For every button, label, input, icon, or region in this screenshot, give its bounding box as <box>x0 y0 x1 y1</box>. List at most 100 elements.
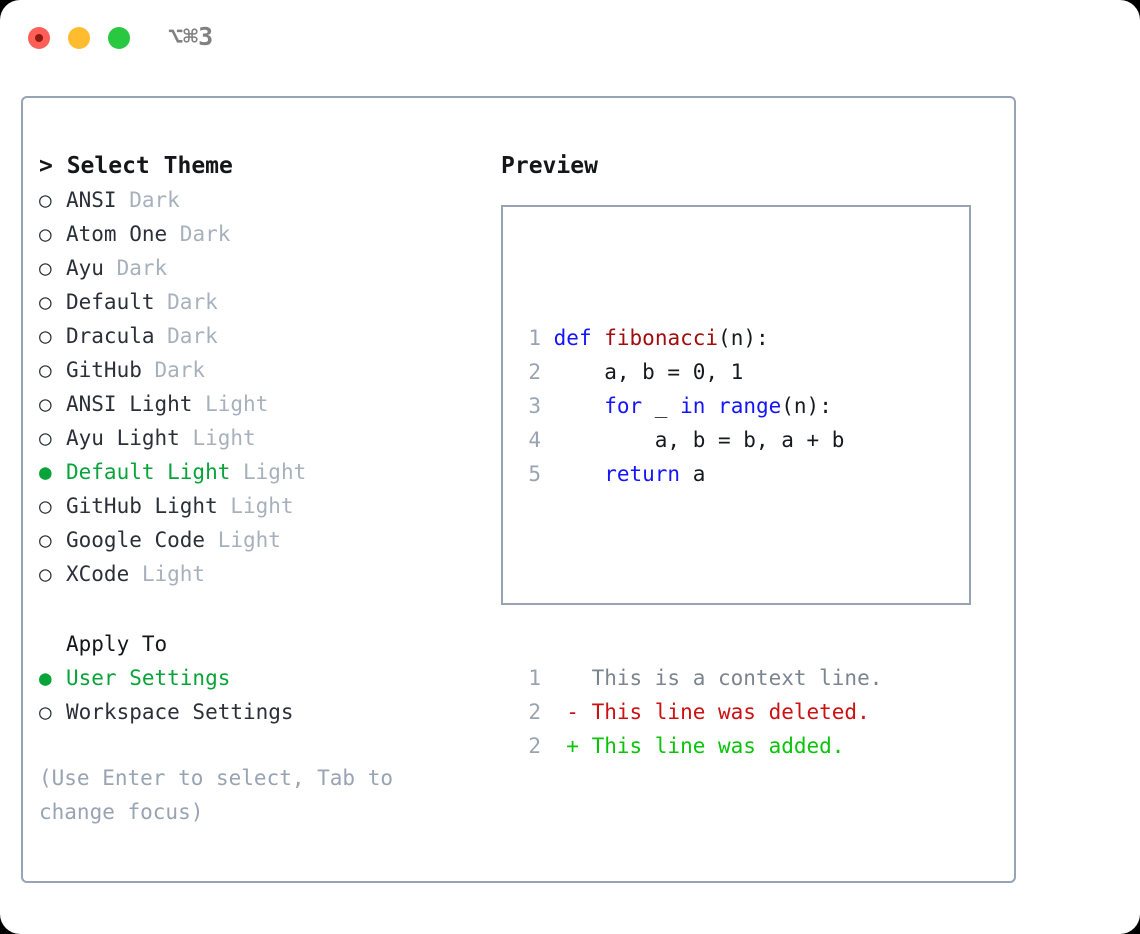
line-number: 1 <box>528 326 541 350</box>
radio-selected-icon: ● <box>39 666 52 690</box>
code-line: 4 a, b = b, a + b <box>515 423 882 457</box>
code-token <box>541 326 554 350</box>
diff-line-text: + This line was added. <box>541 734 845 758</box>
theme-item-variant: Light <box>179 426 256 450</box>
theme-item-variant: Dark <box>154 324 218 348</box>
code-token <box>541 394 604 418</box>
theme-item-label: Google Code <box>66 528 206 552</box>
theme-item-variant: Light <box>129 562 206 586</box>
code-token: return <box>604 462 681 486</box>
theme-item-label: GitHub <box>66 358 142 382</box>
minimize-button[interactable] <box>68 27 90 49</box>
radio-unselected-icon: ○ <box>39 256 52 280</box>
theme-item-ayu[interactable]: ○ Ayu Dark <box>39 251 489 285</box>
radio-unselected-icon: ○ <box>39 494 52 518</box>
theme-item-dracula[interactable]: ○ Dracula Dark <box>39 319 489 353</box>
apply-to-title-label: Apply To <box>66 632 168 656</box>
preview-column: Preview 1 def fibonacci(n):2 a, b = 0, 1… <box>501 149 991 758</box>
theme-item-ayu-light[interactable]: ○ Ayu Light Light <box>39 421 489 455</box>
theme-item-label: Ayu <box>66 256 104 280</box>
theme-item-label: ANSI <box>66 188 117 212</box>
theme-item-label: Atom One <box>66 222 168 246</box>
title-bar: ⌥⌘3 <box>0 0 1140 76</box>
theme-selection-column: > Select Theme ○ANSI Dark○Atom One Dark○… <box>39 149 489 829</box>
close-button[interactable] <box>28 27 50 49</box>
code-token <box>541 462 604 486</box>
radio-unselected-icon: ○ <box>39 290 52 314</box>
radio-unselected-icon: ○ <box>39 324 52 348</box>
diff-line-text: - This line was deleted. <box>541 700 870 724</box>
line-number: 2 <box>528 700 541 724</box>
theme-item-default[interactable]: ○Default Dark <box>39 285 489 319</box>
theme-item-label: Dracula <box>66 324 155 348</box>
radio-unselected-icon: ○ <box>39 562 52 586</box>
maximize-button[interactable] <box>108 27 130 49</box>
code-line: 1 def fibonacci(n): <box>515 321 882 355</box>
code-token: fibonacci <box>604 326 719 350</box>
apply-to-item-workspace-settings[interactable]: ○Workspace Settings <box>39 695 489 729</box>
code-token: for <box>604 394 643 418</box>
apply-to-title: ○Apply To <box>39 627 489 661</box>
apply-to-item-user-settings[interactable]: ● User Settings <box>39 661 489 695</box>
preview-title: Preview <box>501 153 598 179</box>
theme-picker-panel: > Select Theme ○ANSI Dark○Atom One Dark○… <box>21 96 1016 883</box>
theme-item-label: ANSI Light <box>66 392 193 416</box>
theme-item-variant: Dark <box>167 222 231 246</box>
theme-item-google-code[interactable]: ○ Google Code Light <box>39 523 489 557</box>
code-diff-spacer <box>515 559 882 593</box>
radio-selected-icon: ● <box>39 460 52 484</box>
theme-item-ansi-light[interactable]: ○ ANSI Light Light <box>39 387 489 421</box>
theme-item-variant: Dark <box>103 256 168 280</box>
code-token <box>592 326 605 350</box>
theme-item-variant: Light <box>230 460 307 484</box>
radio-unselected-icon: ○ <box>39 426 52 450</box>
theme-item-variant: Light <box>205 528 281 552</box>
line-number: 2 <box>528 734 541 758</box>
radio-unselected-icon: ○ <box>39 528 52 552</box>
code-token: in <box>680 394 706 418</box>
line-number: 1 <box>528 666 541 690</box>
theme-item-ansi[interactable]: ○ ANSI Dark <box>39 183 489 217</box>
radio-unselected-icon: ○ <box>39 358 52 382</box>
diff-line-add: 2 + This line was added. <box>515 729 882 763</box>
radio-unselected-icon: ○ <box>39 222 52 246</box>
apply-to-item-label: Workspace Settings <box>66 700 294 724</box>
line-number: 5 <box>528 462 541 486</box>
code-token: range <box>718 394 782 418</box>
theme-item-default-light[interactable]: ● Default Light Light <box>39 455 489 489</box>
theme-item-label: Default Light <box>66 460 231 484</box>
diff-line-del: 2 - This line was deleted. <box>515 695 882 729</box>
diff-line-ctx: 1 This is a context line. <box>515 661 882 695</box>
theme-list[interactable]: ○ANSI Dark○Atom One Dark○Ayu Dark○Defaul… <box>39 183 489 591</box>
theme-item-label: Ayu Light <box>66 426 180 450</box>
apply-to-list[interactable]: ● User Settings ○Workspace Settings <box>39 661 489 729</box>
theme-item-variant: Dark <box>154 290 218 314</box>
apply-to-item-label: User Settings <box>66 666 231 690</box>
theme-item-atom-one[interactable]: ○ Atom One Dark <box>39 217 489 251</box>
code-line: 2 a, b = 0, 1 <box>515 355 882 389</box>
diff-sample: 1 This is a context line.2 - This line w… <box>515 661 882 763</box>
spacer-bullet: ○ <box>39 627 66 661</box>
theme-item-variant: Dark <box>116 188 180 212</box>
code-token: (n): <box>718 326 769 350</box>
theme-item-variant: Dark <box>141 358 206 382</box>
section-spacer <box>39 591 489 627</box>
code-token: (n): <box>781 394 832 418</box>
theme-item-xcode[interactable]: ○ XCode Light <box>39 557 489 591</box>
code-line: 5 return a <box>515 457 882 491</box>
code-token: a, b = 0, 1 <box>541 360 744 384</box>
radio-unselected-icon: ○ <box>39 188 52 212</box>
theme-item-github-light[interactable]: ○GitHub Light Light <box>39 489 489 523</box>
theme-item-github[interactable]: ○ GitHub Dark <box>39 353 489 387</box>
code-token: a <box>680 462 706 486</box>
theme-item-variant: Light <box>217 494 294 518</box>
keyboard-shortcut-label: ⌥⌘3 <box>168 22 214 51</box>
line-number: 3 <box>528 394 541 418</box>
theme-item-label: XCode <box>66 562 130 586</box>
theme-item-variant: Light <box>192 392 269 416</box>
radio-unselected-icon: ○ <box>39 392 52 416</box>
keyboard-hint: (Use Enter to select, Tab to change focu… <box>39 766 394 824</box>
theme-list-title: > Select Theme <box>39 153 233 179</box>
